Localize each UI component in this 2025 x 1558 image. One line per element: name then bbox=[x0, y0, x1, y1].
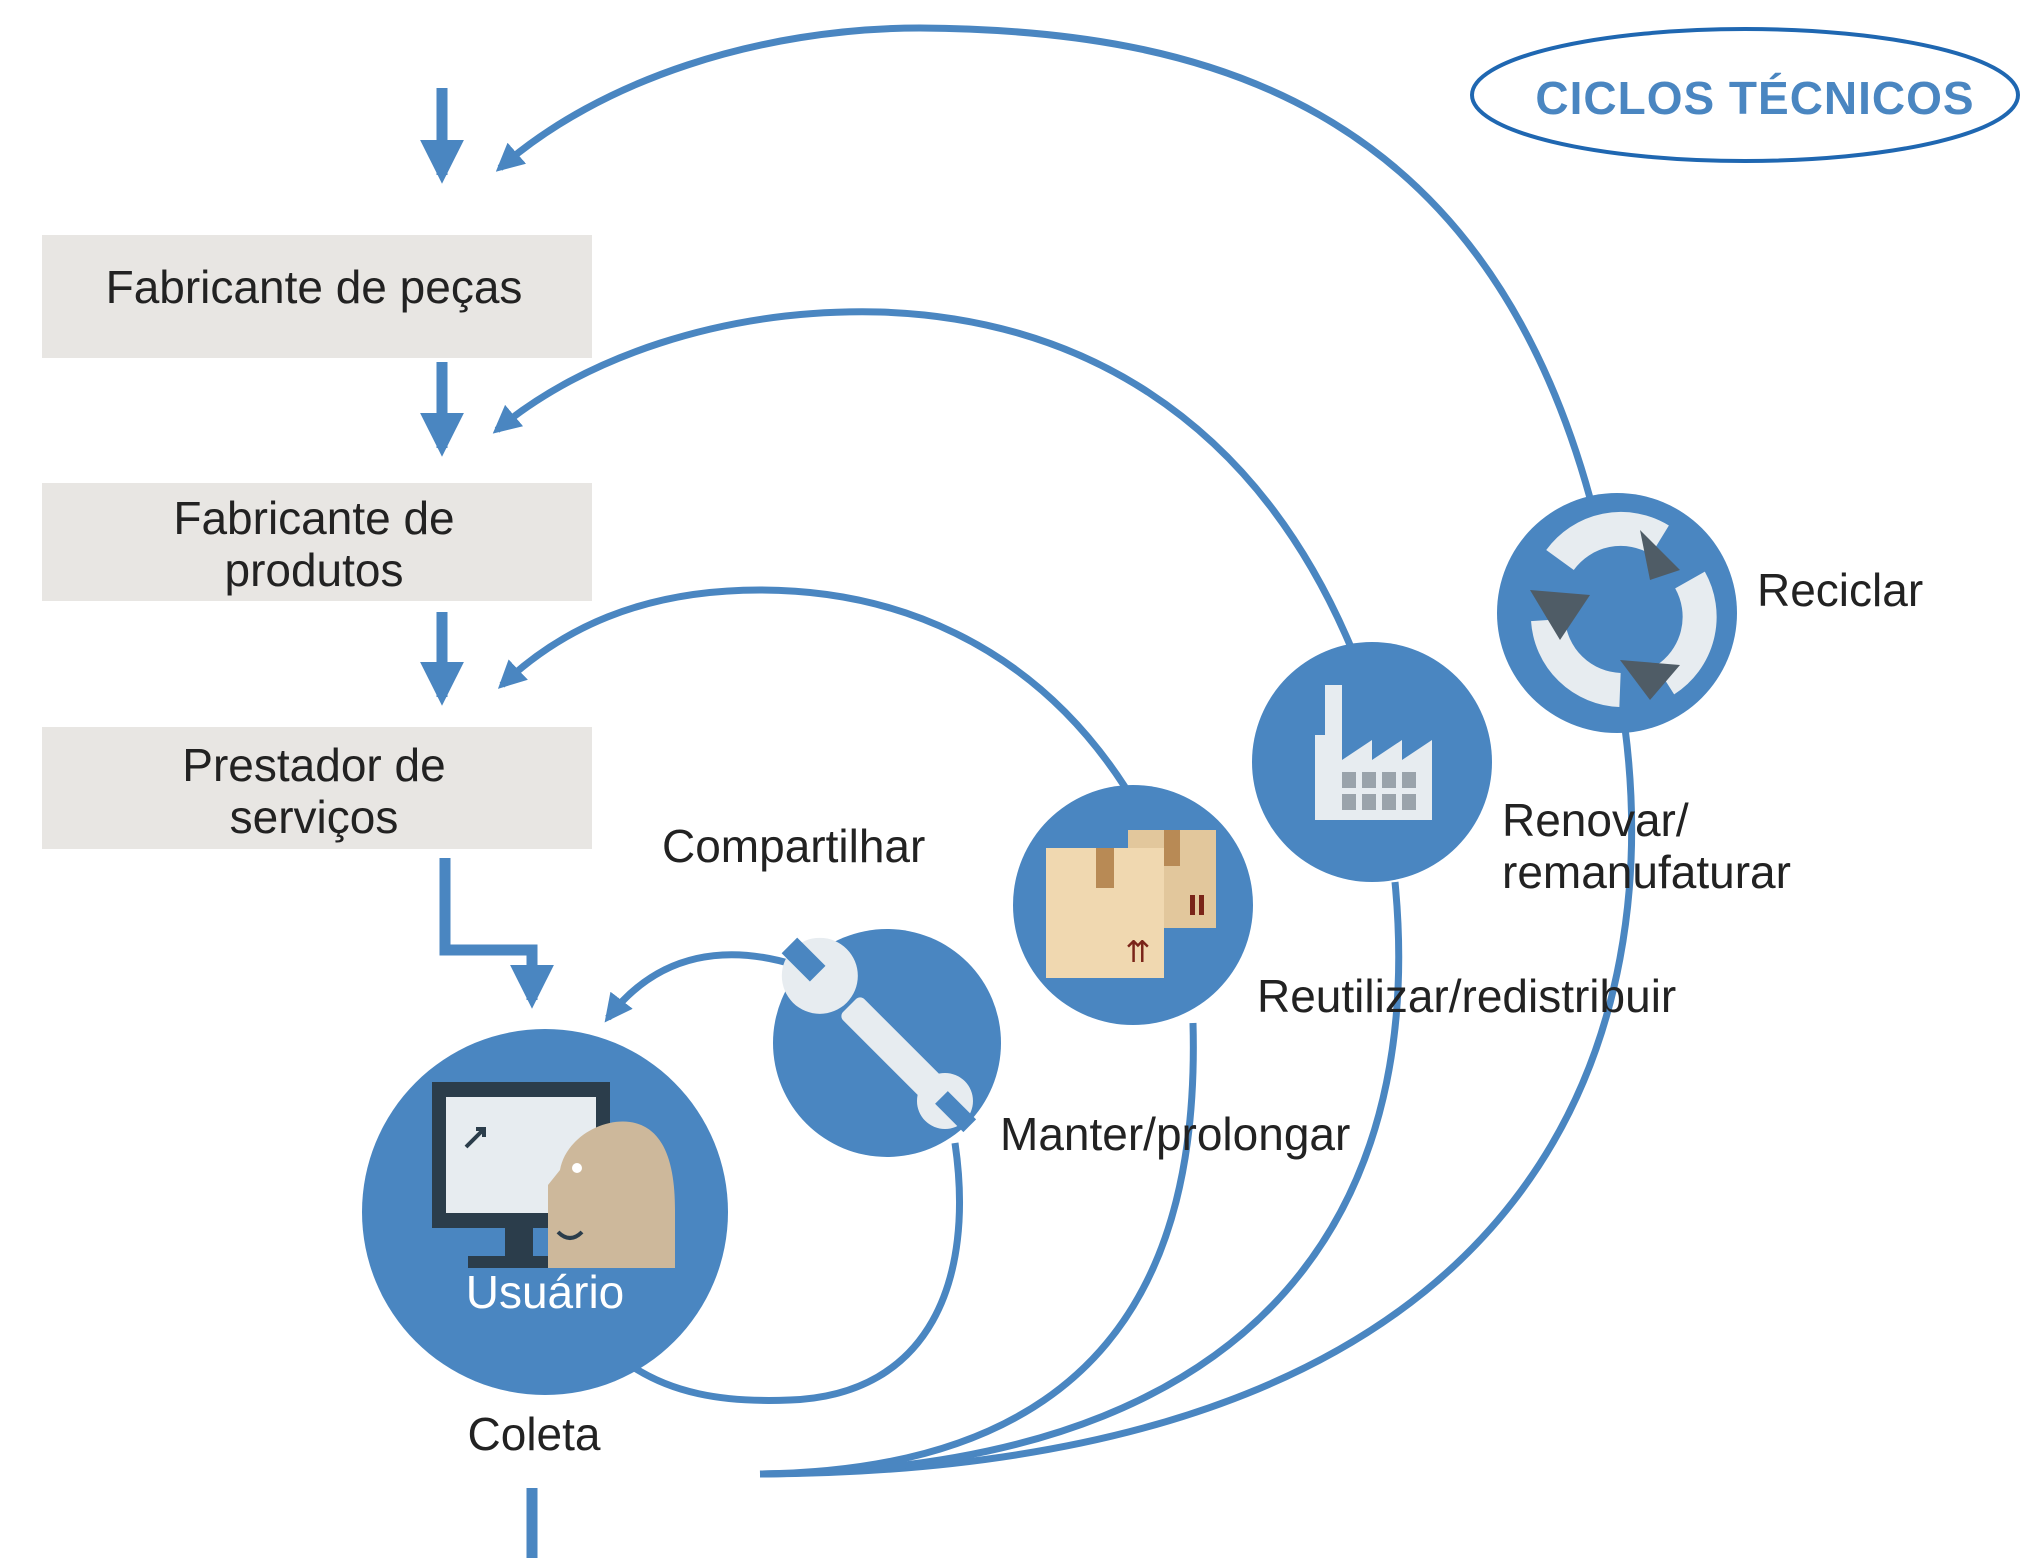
arc-maintain-return bbox=[604, 951, 797, 1023]
user-label: Usuário bbox=[466, 1266, 625, 1318]
monitor-stand bbox=[505, 1228, 533, 1256]
boxes-icon: ⇈ bbox=[1013, 785, 1253, 1025]
main-flow-arrows bbox=[420, 88, 554, 1558]
cycle-label-share: Compartilhar bbox=[662, 820, 925, 872]
title-badge: CICLOS TÉCNICOS bbox=[1470, 27, 2020, 163]
box-products-bg bbox=[42, 483, 592, 601]
box-products-label-line1: Fabricante de bbox=[173, 492, 454, 544]
wrench-shape bbox=[781, 937, 977, 1133]
arc-reuse-return bbox=[497, 586, 1128, 789]
box-service-provider: Prestador de serviços bbox=[42, 727, 592, 849]
user-node: Usuário bbox=[362, 1029, 728, 1395]
person-smile bbox=[556, 1230, 584, 1240]
box-back-mark-2 bbox=[1199, 895, 1204, 915]
box-front-tape bbox=[1096, 848, 1114, 888]
arc-recycle-return bbox=[495, 24, 1594, 499]
diagram-title: CICLOS TÉCNICOS bbox=[1535, 72, 1974, 124]
return-arcs bbox=[492, 24, 1636, 1478]
person-eye bbox=[572, 1163, 582, 1173]
box-services-bg bbox=[42, 727, 592, 849]
cycle-label-refurbish-line2: remanufaturar bbox=[1502, 846, 1791, 898]
cycle-label-refurbish-line1: Renovar/ bbox=[1502, 794, 1689, 846]
arc-refurbish-return bbox=[492, 308, 1354, 647]
box-back-mark bbox=[1190, 895, 1195, 915]
factory-windows bbox=[1342, 772, 1416, 810]
box-parts-label: Fabricante de peças bbox=[106, 261, 523, 313]
box-services-label-line1: Prestador de bbox=[182, 739, 445, 791]
monitor-base bbox=[468, 1256, 568, 1268]
box-products-label-line2: produtos bbox=[224, 544, 403, 596]
title-ellipse bbox=[1470, 27, 2020, 163]
recycle-arrowhead-2 bbox=[1620, 660, 1680, 700]
wrench-icon bbox=[773, 929, 1001, 1157]
cycle-label-reuse: Reutilizar/redistribuir bbox=[1257, 970, 1676, 1022]
recycle-arrowhead-3 bbox=[1530, 590, 1590, 640]
arc-recycle-collect bbox=[759, 727, 1636, 1478]
cursor-arrow bbox=[464, 1127, 486, 1149]
factory-icon bbox=[1252, 642, 1492, 882]
cycle-label-recycle: Reciclar bbox=[1757, 564, 1923, 616]
person-head-icon bbox=[548, 1121, 675, 1268]
box-parts-bg bbox=[42, 235, 592, 358]
box-arrows-mark: ⇈ bbox=[1125, 935, 1150, 970]
box-parts-manufacturer: Fabricante de peças bbox=[42, 235, 592, 358]
recycle-arrowhead-1 bbox=[1640, 530, 1680, 580]
recycle-arc-1 bbox=[1546, 511, 1669, 571]
arc-reuse-collect bbox=[759, 1022, 1197, 1478]
cycle-label-maintain: Manter/prolongar bbox=[1000, 1108, 1350, 1160]
box-services-label-line2: serviços bbox=[230, 791, 399, 843]
box-products-manufacturer: Fabricante de produtos bbox=[42, 483, 592, 601]
recycle-arc-2 bbox=[1655, 571, 1717, 695]
flow-arrow-services-to-user bbox=[439, 858, 554, 1009]
arc-maintain-collect bbox=[628, 1142, 964, 1404]
recycle-icon bbox=[1497, 493, 1737, 733]
arc-refurbish-collect bbox=[759, 881, 1403, 1478]
recycle-arc-3 bbox=[1531, 618, 1622, 707]
collect-label: Coleta bbox=[468, 1408, 601, 1460]
box-back-tape bbox=[1164, 830, 1180, 866]
